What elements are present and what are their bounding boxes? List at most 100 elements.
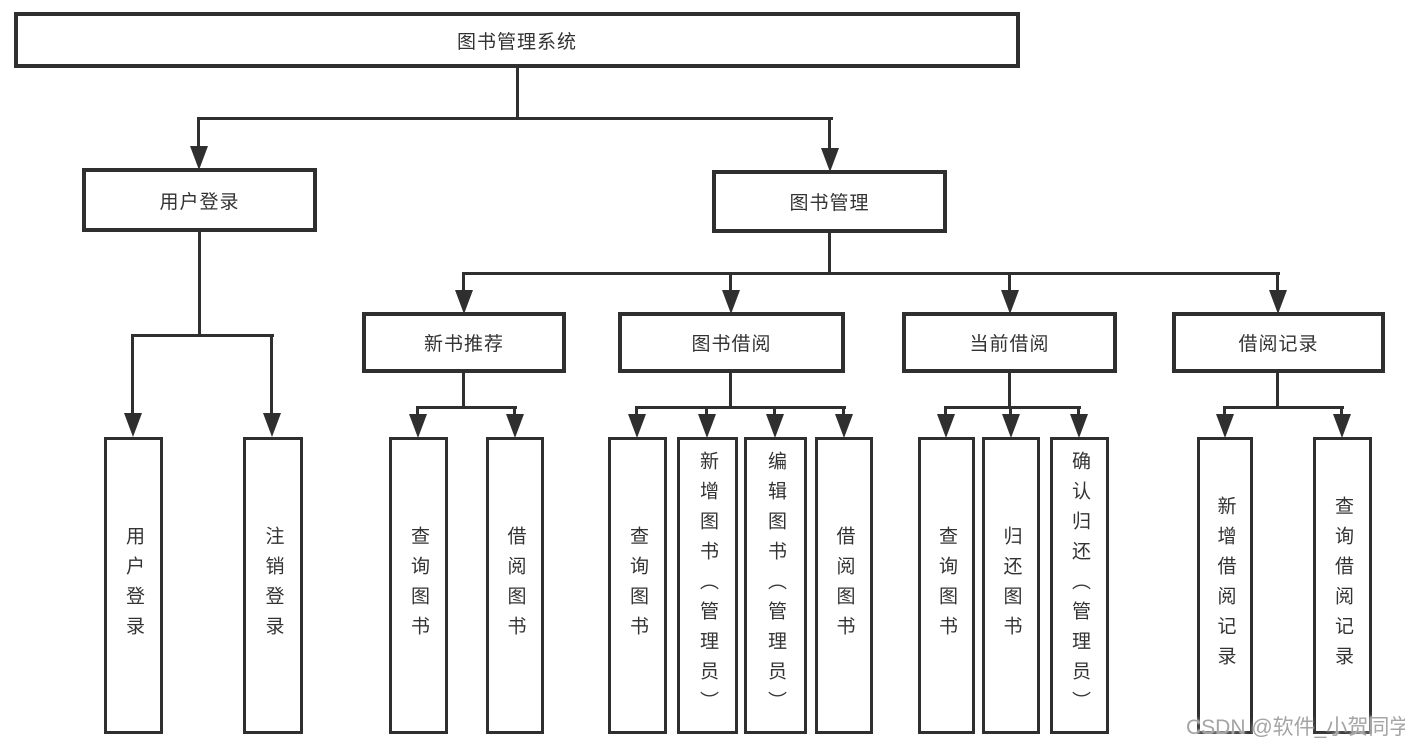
arrowhead-icon (722, 290, 740, 314)
connector-root-drop (516, 66, 519, 120)
arrow-shaft (462, 273, 465, 294)
leaf-borrow-books-borrowing: 借阅图书 (815, 437, 873, 734)
arrowhead-icon (409, 414, 427, 438)
arrow-shaft (729, 273, 732, 294)
arrowhead-icon (1002, 414, 1020, 438)
arrow-to-book-management (820, 118, 840, 172)
arrowhead-icon (1269, 290, 1287, 314)
arrow-to-query-books-1 (408, 407, 428, 438)
arrow-shaft (705, 407, 708, 418)
node-label: 图书借阅 (691, 334, 772, 355)
leaf-label: 借阅图书 (504, 525, 526, 646)
leaf-label: 查询图书 (408, 525, 429, 646)
leaf-label: 借阅图书 (833, 525, 855, 646)
node-user-login: 用户登录 (82, 168, 317, 232)
connector-recommend-drop (462, 371, 465, 409)
leaf-add-borrow-record: 新增借阅记录 (1197, 437, 1253, 734)
csdn-watermark: CSDN @软件_小贺同学 (1186, 716, 1405, 739)
arrowhead-icon (1001, 290, 1019, 314)
arrow-shaft (842, 407, 845, 418)
connector-records-branch (1223, 406, 1344, 409)
arrow-to-new-book-recommend (454, 273, 474, 314)
node-library-system: 图书管理系统 (14, 12, 1020, 68)
leaf-logout: 注销登录 (243, 437, 303, 734)
node-book-management: 图书管理 (712, 170, 947, 233)
connector-user-login-branch (131, 334, 274, 337)
arrowhead-icon (835, 414, 853, 438)
node-label: 用户登录 (159, 191, 240, 213)
arrowhead-icon (1216, 414, 1234, 438)
arrow-shaft (131, 335, 134, 417)
leaf-label: 查询图书 (936, 525, 957, 646)
arrowhead-icon (506, 414, 524, 438)
arrow-shaft (773, 407, 776, 418)
leaf-add-books-admin: 新增图书（管理员） (677, 437, 738, 734)
connector-user-login-drop (198, 230, 201, 337)
leaf-label: 注销登录 (262, 525, 284, 646)
leaf-label: 确认归还（管理员） (1069, 450, 1090, 721)
arrow-shaft (635, 407, 638, 418)
arrow-shaft (1008, 273, 1011, 294)
connector-current-drop (1008, 371, 1011, 409)
arrow-to-query-books-3 (936, 407, 956, 438)
arrow-to-query-record (1332, 407, 1352, 438)
leaf-label: 查询借阅记录 (1332, 495, 1353, 676)
connector-root-branch (197, 117, 833, 120)
arrow-to-add-books (697, 407, 717, 438)
leaf-label: 归还图书 (1000, 525, 1022, 646)
arrowhead-icon (1333, 414, 1351, 438)
arrow-to-book-borrowing (721, 273, 741, 314)
arrowhead-icon (821, 148, 839, 172)
node-new-book-recommend: 新书推荐 (362, 312, 566, 373)
arrowhead-icon (766, 414, 784, 438)
connector-records-drop (1276, 371, 1279, 409)
connector-book-management-branch (462, 272, 1280, 275)
arrow-shaft (1077, 407, 1080, 418)
arrow-shaft (1340, 407, 1343, 418)
arrow-to-borrowing-records (1268, 273, 1288, 314)
leaf-label: 查询图书 (627, 525, 648, 646)
arrow-to-current-borrowing (1000, 273, 1020, 314)
arrow-shaft (270, 335, 273, 417)
connector-borrowing-drop (729, 371, 732, 409)
leaf-query-books-current: 查询图书 (918, 437, 975, 734)
leaf-confirm-return-admin: 确认归还（管理员） (1050, 437, 1109, 734)
connector-borrowing-branch (635, 406, 846, 409)
arrowhead-icon (1070, 414, 1088, 438)
leaf-user-login: 用户登录 (104, 437, 163, 734)
arrowhead-icon (937, 414, 955, 438)
leaf-borrow-books-recommend: 借阅图书 (486, 437, 544, 734)
leaf-query-borrow-record: 查询借阅记录 (1313, 437, 1372, 734)
arrow-to-user-login (189, 118, 209, 170)
arrow-to-leaf-logout (262, 335, 282, 437)
arrowhead-icon (698, 414, 716, 438)
node-label: 新书推荐 (423, 334, 504, 355)
arrow-to-borrow-books-1 (505, 407, 525, 438)
node-label: 借阅记录 (1238, 334, 1319, 355)
arrowhead-icon (263, 413, 281, 437)
leaf-label: 编辑图书（管理员） (765, 450, 786, 721)
arrow-to-add-record (1215, 407, 1235, 438)
arrow-shaft (1009, 407, 1012, 418)
leaf-label: 新增借阅记录 (1214, 495, 1236, 676)
node-label: 当前借阅 (969, 334, 1050, 355)
node-borrowing-records: 借阅记录 (1172, 312, 1385, 373)
arrow-shaft (828, 118, 831, 152)
arrowhead-icon (455, 290, 473, 314)
node-label: 图书管理 (789, 193, 870, 214)
arrow-shaft (1276, 273, 1279, 294)
arrow-shaft (197, 118, 200, 150)
leaf-label: 用户登录 (123, 525, 144, 646)
node-label: 图书管理系统 (456, 31, 577, 53)
connector-current-branch (944, 406, 1081, 409)
arrow-shaft (513, 407, 516, 418)
leaf-return-books: 归还图书 (982, 437, 1040, 734)
arrow-to-edit-books (765, 407, 785, 438)
arrowhead-icon (190, 146, 208, 170)
arrow-to-leaf-user-login (123, 335, 143, 437)
node-book-borrowing: 图书借阅 (618, 312, 845, 373)
arrow-shaft (416, 407, 419, 418)
arrow-to-return-books (1001, 407, 1021, 438)
arrow-to-query-books-2 (627, 407, 647, 438)
